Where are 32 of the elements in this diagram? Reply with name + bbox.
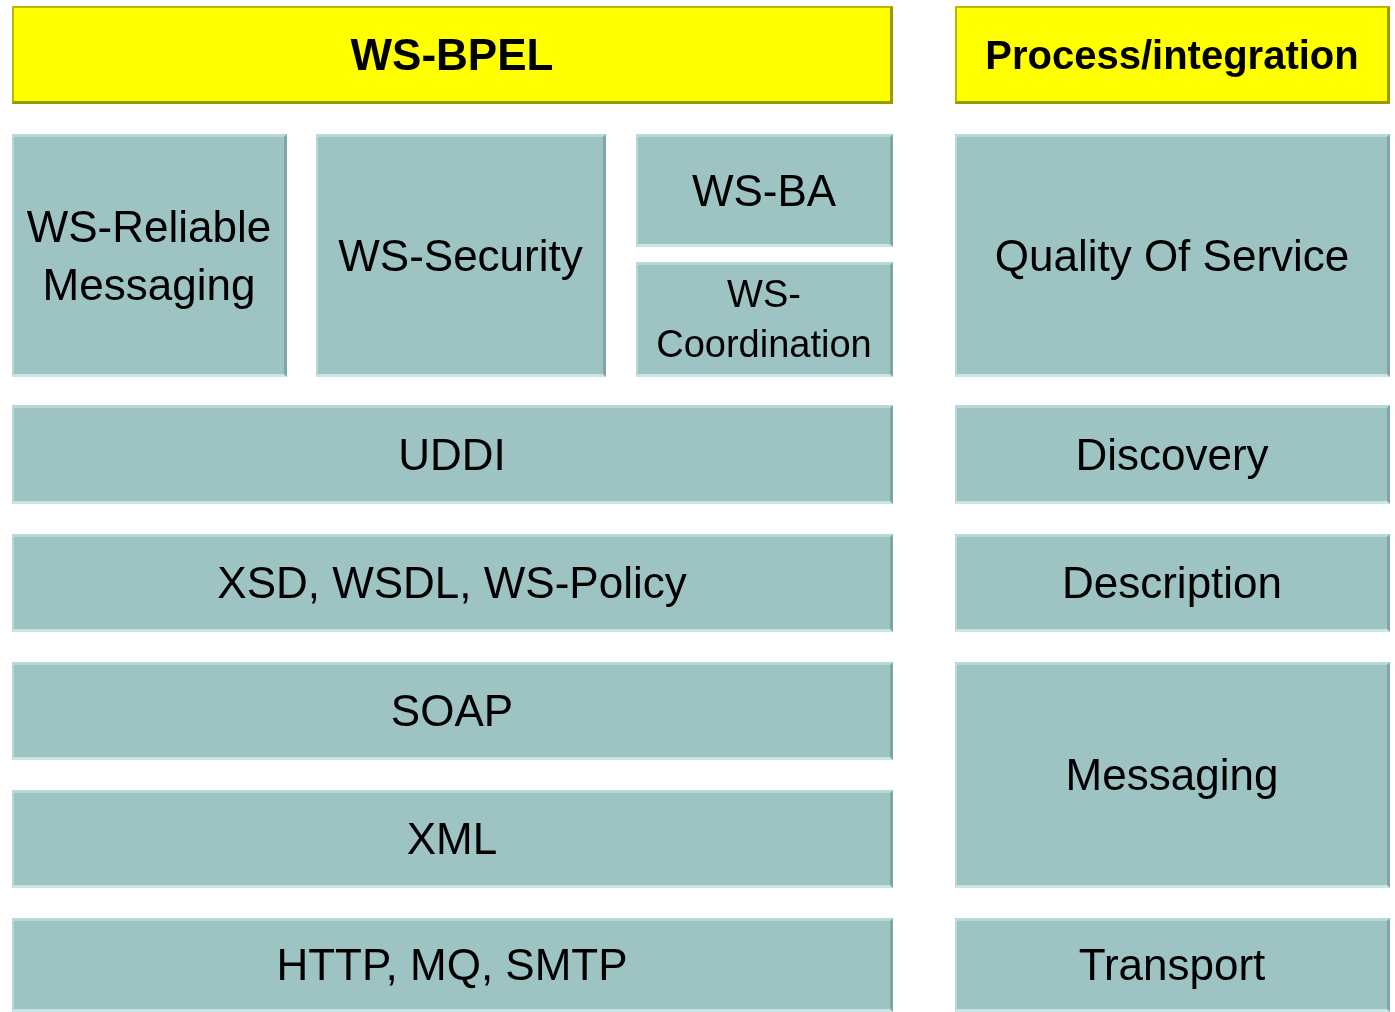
header-bar [955,6,1390,104]
layer-label: WS-BA [691,164,837,217]
layer-label: WS-Security [338,229,583,282]
layer-label: Process/integration [985,31,1359,79]
layer-label: WS-Coordination [655,272,873,367]
layer-box [636,134,893,247]
layer-label: UDDI [398,428,506,481]
layer-box [955,662,1390,888]
layer-label: WS-BPEL [350,28,554,81]
layer-label: XML [406,813,498,866]
layer-label: XSD, WSDL, WS-Policy [217,557,687,610]
layer-label: HTTP, MQ, SMTP [276,939,628,992]
layer-box [12,662,893,760]
layer-box [955,134,1390,377]
layer-box [636,262,893,377]
layer-label: Messaging [1065,749,1279,802]
layer-box [12,790,893,888]
layer-label: WS-Reliable Messaging [25,201,273,311]
layer-label: Discovery [1075,428,1269,481]
layer-box [12,134,287,377]
layer-box [316,134,606,377]
layer-box [12,918,893,1012]
header-bar [12,6,893,104]
layer-box [955,918,1390,1012]
layer-box [955,405,1390,504]
layer-label: Transport [1078,939,1266,992]
layer-box [955,534,1390,632]
layer-label: Quality Of Service [994,229,1350,282]
layer-label: SOAP [390,685,514,738]
layer-label: Description [1061,557,1283,610]
layer-box [12,405,893,504]
layer-box [12,534,893,632]
